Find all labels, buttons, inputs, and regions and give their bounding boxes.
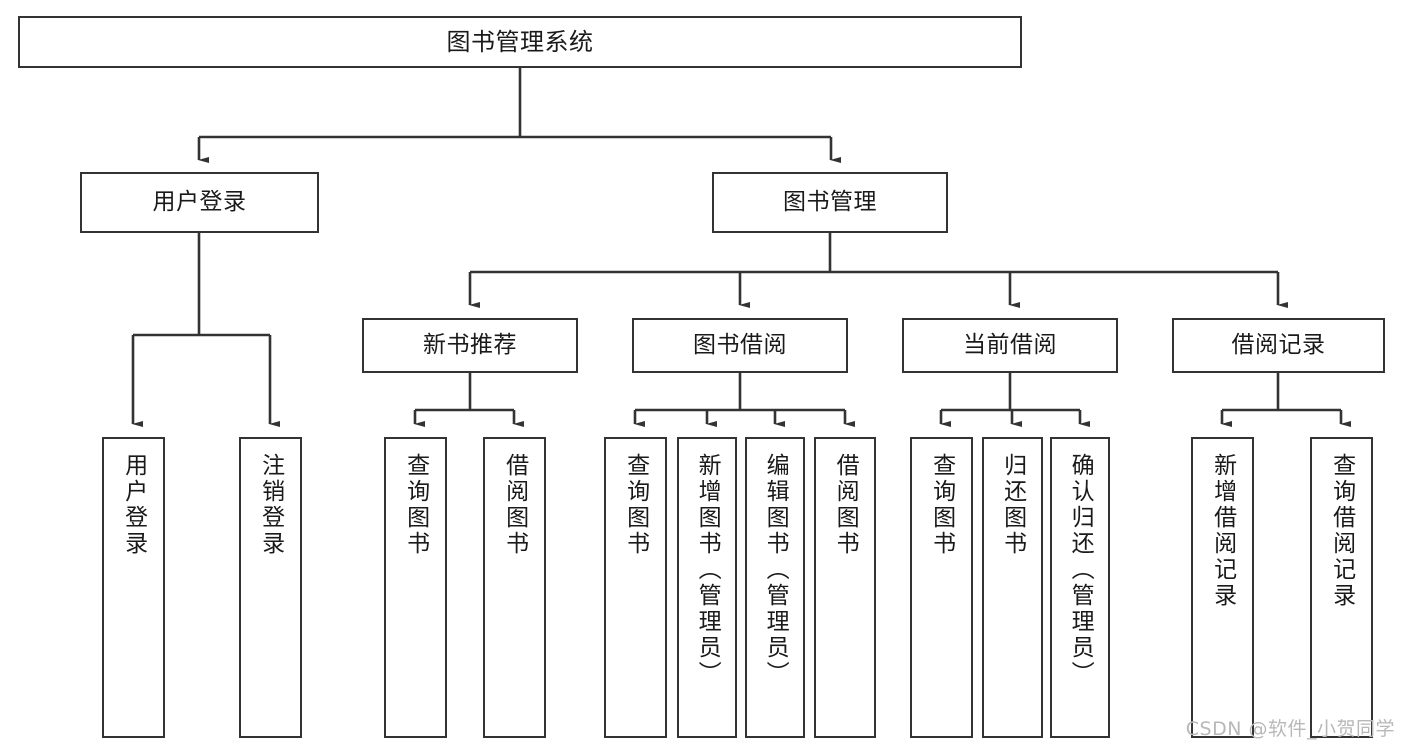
node-current-borrow[interactable]: 当前借阅 [902,318,1118,373]
node-leaf-add-record[interactable]: 新增借阅记录 [1191,437,1254,738]
node-leaf-add-book[interactable]: 新增图书（管理员） [677,437,737,738]
node-label: 借阅图书 [501,453,528,557]
node-book-manage[interactable]: 图书管理 [712,172,948,233]
node-label: 归还图书 [999,453,1026,557]
node-label: 查询图书 [928,453,955,557]
node-label: 当前借阅 [963,331,1057,358]
node-root-book-management-system[interactable]: 图书管理系统 [18,16,1022,68]
node-borrow-record[interactable]: 借阅记录 [1172,318,1385,373]
node-label: 借阅图书 [832,453,859,557]
node-leaf-user-login[interactable]: 用户登录 [102,437,165,738]
node-leaf-query-book-3[interactable]: 查询图书 [910,437,973,738]
node-book-borrow[interactable]: 图书借阅 [632,318,848,373]
node-leaf-return-book[interactable]: 归还图书 [982,437,1043,738]
node-leaf-query-record[interactable]: 查询借阅记录 [1310,437,1373,738]
node-user-login[interactable]: 用户登录 [80,172,319,233]
node-label: 确认归还（管理员） [1067,453,1094,687]
node-label: 新书推荐 [423,331,517,358]
node-label: 查询借阅记录 [1328,453,1355,609]
node-leaf-logout-login[interactable]: 注销登录 [239,437,302,738]
node-label: 查询图书 [622,453,649,557]
node-label: 图书管理 [783,188,877,215]
node-label: 用户登录 [152,188,247,215]
node-leaf-query-book-1[interactable]: 查询图书 [384,437,447,738]
node-leaf-borrow-book-1[interactable]: 借阅图书 [483,437,546,738]
node-label: 用户登录 [120,453,147,557]
node-label: 借阅记录 [1231,331,1326,358]
node-leaf-confirm-return[interactable]: 确认归还（管理员） [1050,437,1110,738]
node-label: 查询图书 [402,453,429,557]
node-label: 图书借阅 [693,331,787,358]
node-label: 新增图书（管理员） [694,453,721,687]
node-label: 新增借阅记录 [1209,453,1236,609]
node-leaf-query-book-2[interactable]: 查询图书 [604,437,667,738]
node-label: 编辑图书（管理员） [762,453,789,687]
csdn-watermark: CSDN @软件_小贺同学 [1185,718,1395,740]
node-leaf-edit-book[interactable]: 编辑图书（管理员） [745,437,805,738]
node-label: 注销登录 [257,453,284,557]
node-new-book-recommend[interactable]: 新书推荐 [362,318,578,373]
node-label: 图书管理系统 [446,27,594,56]
node-leaf-borrow-book-2[interactable]: 借阅图书 [814,437,876,738]
